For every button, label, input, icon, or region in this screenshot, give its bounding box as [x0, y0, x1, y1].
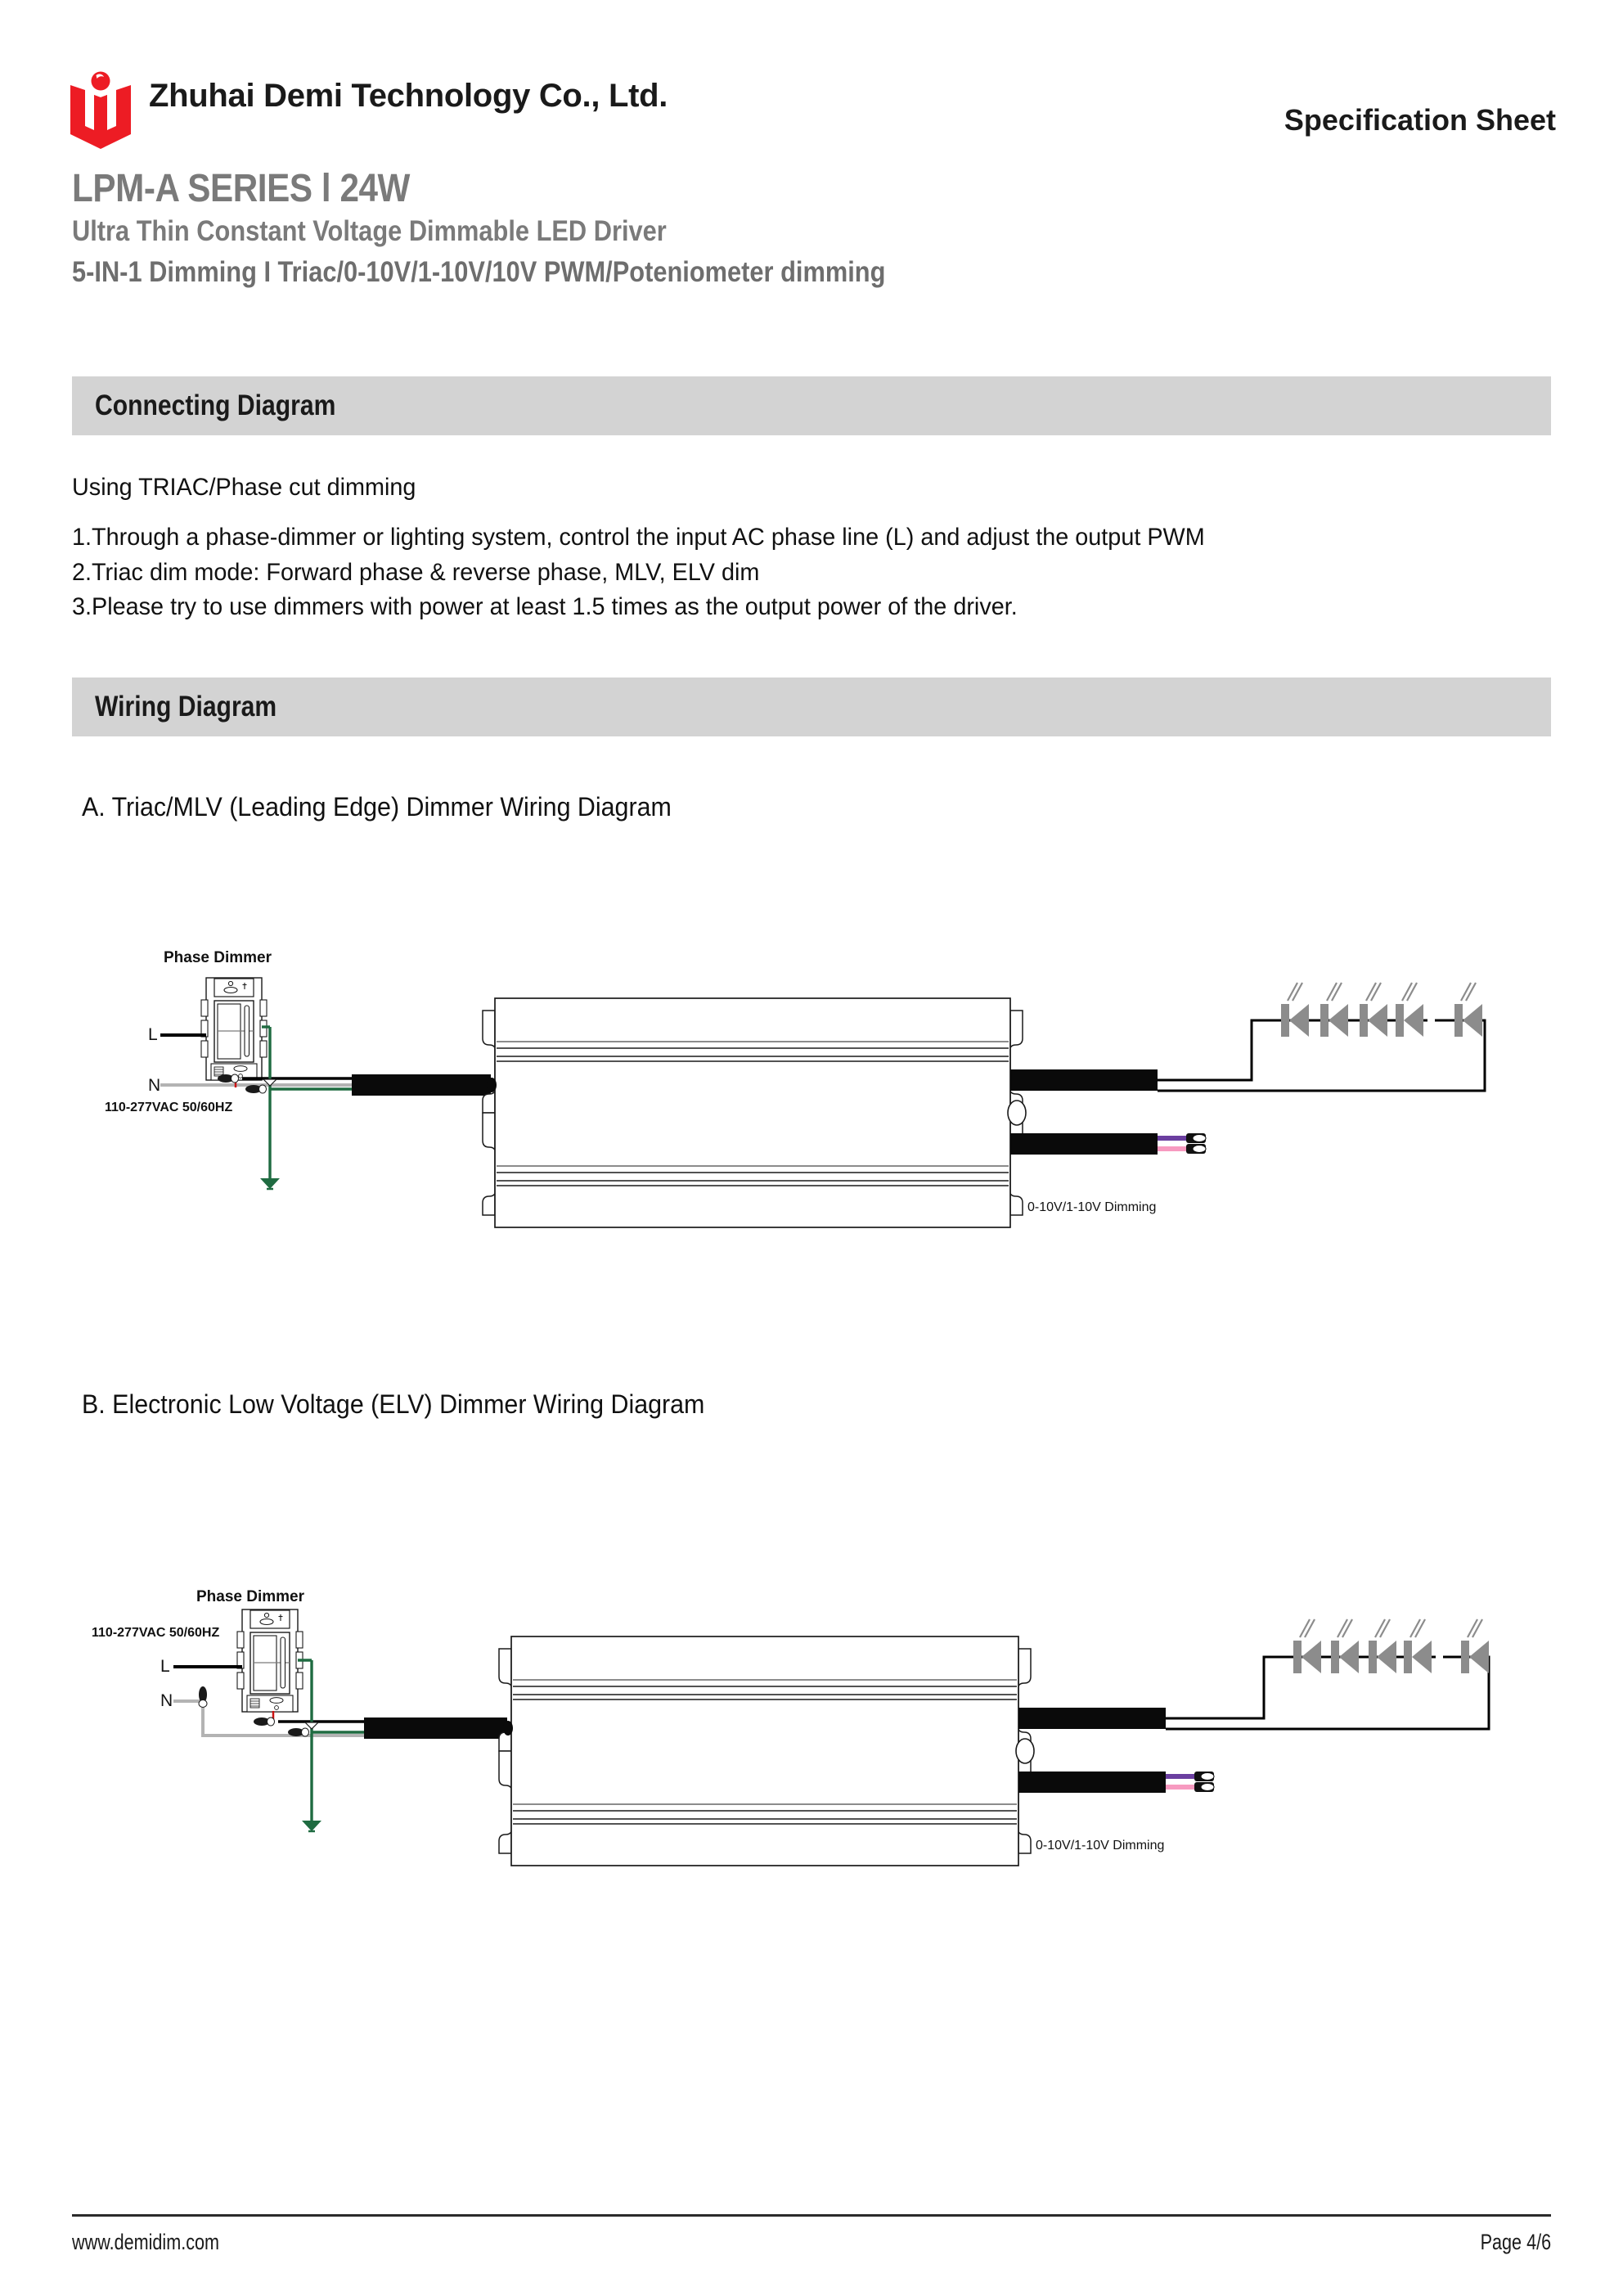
diagram-b-dimming-cable	[1018, 1772, 1166, 1793]
diagram-a-output-cable	[1010, 1069, 1158, 1091]
diagram-b-led-loop-wires	[1166, 1655, 1490, 1731]
connecting-lead-text: Using TRIAC/Phase cut dimming	[72, 474, 416, 501]
diagram-a-supply-label: 110-277VAC 50/60HZ	[105, 1101, 232, 1114]
section-band-wiring-diagram: Wiring Diagram	[72, 678, 1551, 736]
diagram-a-caption: A. Triac/MLV (Leading Edge) Dimmer Wirin…	[82, 792, 672, 822]
footer-website[interactable]: www.demidim.com	[72, 2230, 220, 2254]
diagram-a-dimming-cable	[1010, 1133, 1158, 1155]
diagram-b-neutral-wire	[173, 1699, 474, 1737]
diagram-b-neutral-label: N	[160, 1691, 173, 1710]
diagram-b-phase-dimmer-switch	[236, 1609, 303, 1713]
document-type-title: Specification Sheet	[1284, 103, 1556, 137]
diagram-a-triac-mlv-wiring: Phase Dimmer L N 110-	[0, 896, 1623, 1358]
diagram-a-led-string	[1276, 982, 1482, 1037]
diagram-a-dimmer-label: Phase Dimmer	[164, 949, 272, 966]
diagram-a-dimming-label: 0-10V/1-10V Dimming	[1027, 1200, 1156, 1214]
diagram-b-caption: B. Electronic Low Voltage (ELV) Dimmer W…	[82, 1389, 705, 1419]
diagram-b-input-cable	[364, 1717, 507, 1739]
led-symbol	[1293, 1618, 1321, 1673]
page-header: Zhuhai Demi Technology Co., Ltd. Specifi…	[0, 0, 1623, 164]
led-symbol	[1396, 982, 1423, 1037]
diagram-a-dimming-leads	[1158, 1133, 1207, 1154]
diagram-a-wire-nut-2	[245, 1084, 267, 1094]
diagram-a-neutral-label: N	[148, 1076, 160, 1095]
diagram-b-supply-label: 110-277VAC 50/60HZ	[92, 1626, 219, 1640]
diagram-b-wire-nut-1	[254, 1717, 275, 1727]
diagram-b-wire-nut-2	[288, 1727, 309, 1737]
led-symbol	[1281, 982, 1309, 1037]
diagram-a-line-label: L	[148, 1025, 158, 1044]
section-title-wiring-diagram: Wiring Diagram	[95, 691, 277, 723]
diagram-b-wire-nut-neutral	[198, 1686, 208, 1708]
diagram-a-input-cable	[352, 1074, 491, 1096]
diagram-b-dimming-label: 0-10V/1-10V Dimming	[1036, 1839, 1164, 1853]
diagram-b-output-cable	[1018, 1708, 1166, 1729]
diagram-b-elv-wiring: Phase Dimmer 110-277VAC 50/60HZ L N	[0, 1551, 1623, 2013]
diagram-a-wire-nut-1	[218, 1074, 239, 1083]
diagram-b-dimmer-label: Phase Dimmer	[196, 1588, 305, 1605]
diagram-a-phase-dimmer-switch	[200, 977, 268, 1081]
product-series-title: LPM-A SERIES l 24W	[72, 167, 410, 210]
connecting-diagram-body: Using TRIAC/Phase cut dimming 1.Through …	[72, 473, 1544, 625]
demi-shield-logo-icon	[67, 70, 134, 149]
diagram-b-ground-wire	[298, 1659, 474, 1833]
footer-divider	[72, 2214, 1551, 2217]
connecting-note-1: 1.Through a phase-dimmer or lighting sys…	[72, 524, 1205, 551]
diagram-a-led-driver-body	[482, 997, 1027, 1228]
led-symbol	[1461, 1618, 1489, 1673]
connecting-note-3: 3.Please try to use dimmers with power a…	[72, 593, 1018, 621]
company-name: Zhuhai Demi Technology Co., Ltd.	[149, 78, 668, 114]
diagram-b-line-label: L	[160, 1657, 170, 1676]
diagram-b-led-string	[1288, 1618, 1489, 1673]
led-symbol	[1320, 982, 1348, 1037]
product-subtitle-secondary: 5-IN-1 Dimming I Triac/0-10V/1-10V/10V P…	[72, 255, 886, 288]
section-band-connecting-diagram: Connecting Diagram	[72, 376, 1551, 435]
led-symbol	[1360, 982, 1387, 1037]
led-symbol	[1331, 1618, 1359, 1673]
product-title-block: LPM-A SERIES l 24W Ultra Thin Constant V…	[72, 168, 1544, 290]
connecting-notes-list: 1.Through a phase-dimmer or lighting sys…	[72, 520, 1544, 625]
diagram-a-ground-wire	[260, 1025, 434, 1191]
diagram-b-led-driver-body	[498, 1636, 1035, 1866]
led-symbol	[1454, 982, 1482, 1037]
led-symbol	[1369, 1618, 1396, 1673]
connecting-note-2: 2.Triac dim mode: Forward phase & revers…	[72, 558, 760, 586]
footer-page-number: Page 4/6	[1480, 2230, 1551, 2254]
diagram-b-dimming-leads	[1166, 1772, 1215, 1792]
section-title-connecting-diagram: Connecting Diagram	[95, 389, 336, 421]
led-symbol	[1404, 1618, 1432, 1673]
product-subtitle-primary: Ultra Thin Constant Voltage Dimmable LED…	[72, 214, 667, 247]
